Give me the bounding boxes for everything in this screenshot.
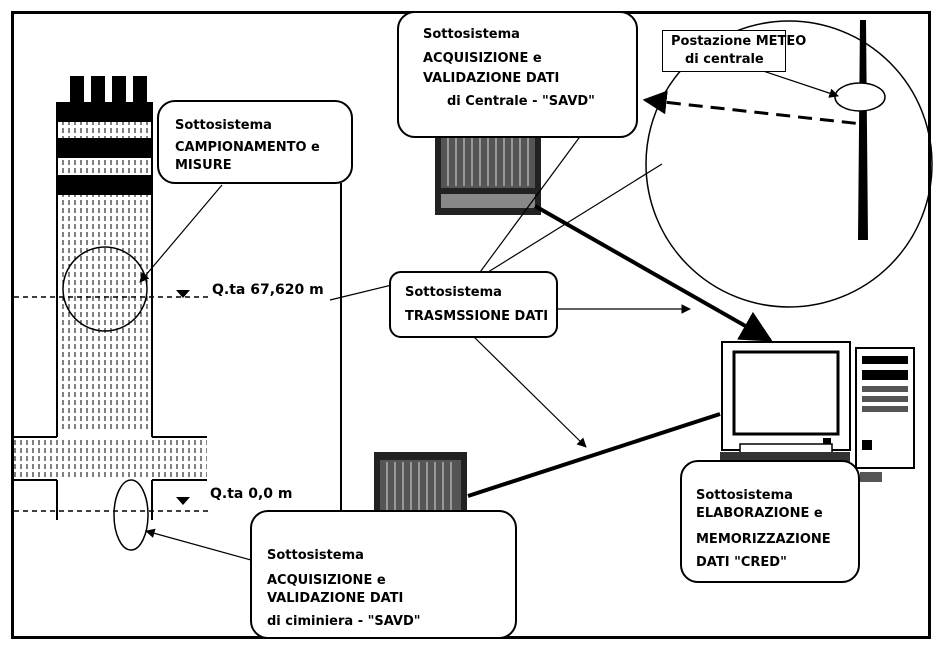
savd-centrale-title: Sottosistema [423, 27, 520, 42]
meteo-circle [645, 20, 933, 308]
campionamento-title: Sottosistema [175, 118, 272, 133]
savd-centrale-line-3: di Centrale - "SAVD" [447, 94, 595, 109]
cred-line-3: DATI "CRED" [696, 555, 787, 570]
chimney [14, 76, 207, 520]
lower-sampling-ellipse [113, 479, 149, 551]
box-campionamento: Sottosistema CAMPIONAMENTO e MISURE [157, 100, 353, 184]
savd-ciminiera-line-1: ACQUISIZIONE e [267, 573, 386, 588]
campionamento-line-1: CAMPIONAMENTO e [175, 140, 320, 155]
savd-ciminiera-line-2: VALIDAZIONE DATI [267, 591, 404, 606]
meteo-sensor-ellipse [834, 82, 886, 112]
box-savd-ciminiera: Sottosistema ACQUISIZIONE e VALIDAZIONE … [250, 510, 517, 639]
meteo-mast [858, 20, 868, 240]
trasm-pointer-up [471, 163, 663, 283]
box-meteo: Postazione METEO di centrale [662, 30, 806, 72]
level-marker-lower [176, 497, 190, 505]
trasm-pointer-down [471, 334, 587, 448]
savd-centrale-line-1: ACQUISIZIONE e [423, 51, 542, 66]
link-ciminiera-cred [467, 412, 721, 498]
meteo-label-pointer [759, 69, 839, 98]
cred-line-1: ELABORAZIONE e [696, 506, 823, 521]
trasm-pointer-centrale [471, 122, 591, 284]
meteo-line-1: Postazione METEO [671, 34, 807, 49]
meteo-line-2: di centrale [685, 52, 764, 67]
upper-sampling-circle [62, 246, 148, 332]
campionamento-pointer [139, 184, 223, 283]
level-marker-upper [176, 290, 190, 298]
meteo-link [642, 90, 863, 126]
level-label-upper: Q.ta 67,620 m [212, 282, 324, 298]
ciminiera-pointer [145, 528, 263, 564]
computer-cred [720, 341, 915, 482]
box-savd-centrale: Sottosistema ACQUISIZIONE e VALIDAZIONE … [397, 11, 638, 138]
link-centrale-cred [534, 204, 773, 342]
cred-title: Sottosistema [696, 488, 793, 503]
box-cred: Sottosistema ELABORAZIONE e MEMORIZZAZIO… [680, 460, 860, 583]
level-label-lower: Q.ta 0,0 m [210, 486, 293, 502]
savd-ciminiera-line-3: di ciminiera - "SAVD" [267, 614, 421, 629]
trasmissione-title: Sottosistema [405, 285, 502, 300]
savd-ciminiera-title: Sottosistema [267, 548, 364, 563]
box-trasmissione: Sottosistema TRASMSSIONE DATI [389, 271, 558, 338]
savd-centrale-line-2: VALIDAZIONE DATI [423, 71, 560, 86]
cred-line-2: MEMORIZZAZIONE [696, 532, 831, 547]
campionamento-line-2: MISURE [175, 158, 232, 173]
trasmissione-line-1: TRASMSSIONE DATI [405, 309, 549, 324]
